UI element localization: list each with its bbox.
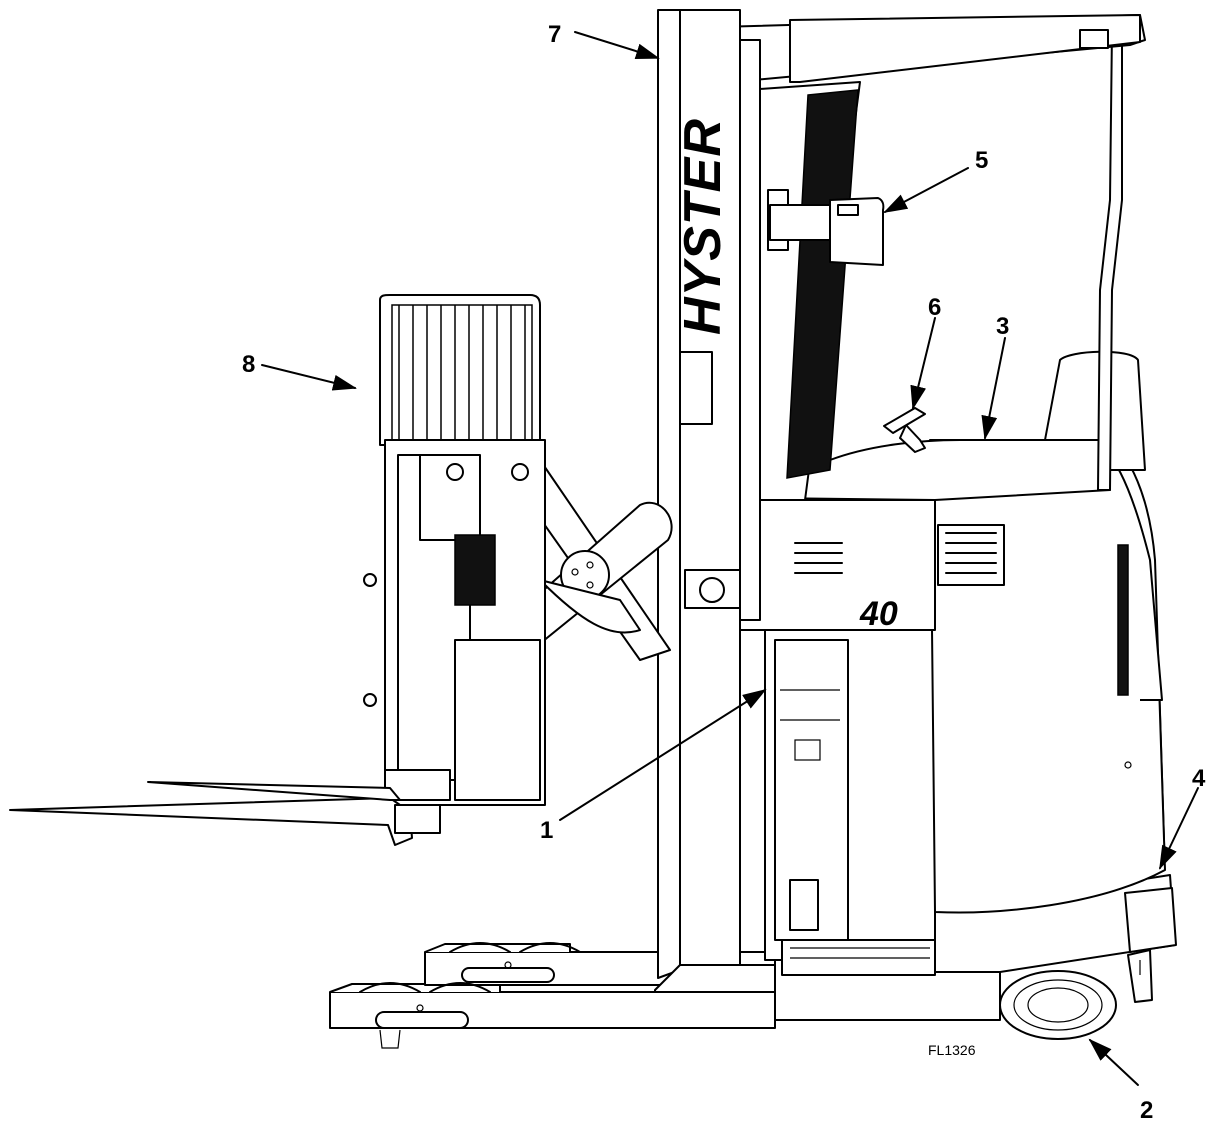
callout-5: 5 bbox=[975, 147, 988, 174]
mast-upright: HYSTER bbox=[654, 9, 776, 993]
chassis bbox=[774, 874, 1177, 1021]
brand-logo: HYSTER bbox=[674, 118, 732, 335]
leader-1 bbox=[559, 688, 767, 821]
main-body bbox=[929, 439, 1166, 914]
leader-8 bbox=[261, 364, 357, 391]
model-number: 40 bbox=[859, 595, 898, 633]
callout-2: 2 bbox=[1140, 1097, 1153, 1124]
callout-7: 7 bbox=[548, 21, 561, 48]
control-handle bbox=[883, 407, 926, 453]
leader-4 bbox=[1159, 787, 1199, 870]
display-unit bbox=[769, 197, 885, 266]
leader-3 bbox=[981, 337, 1006, 440]
callout-1: 1 bbox=[540, 817, 553, 844]
callout-6: 6 bbox=[928, 294, 941, 321]
callout-4: 4 bbox=[1192, 765, 1206, 792]
drive-wheel bbox=[999, 970, 1117, 1040]
callout-labels: 1 2 3 4 5 6 7 8 bbox=[242, 21, 1206, 1124]
callout-3: 3 bbox=[996, 313, 1009, 340]
figure-code: FL1326 bbox=[928, 1042, 976, 1058]
callout-leaders bbox=[261, 31, 1199, 1086]
leader-5 bbox=[883, 167, 969, 213]
forks bbox=[9, 781, 441, 846]
leader-6 bbox=[910, 317, 936, 410]
carriage bbox=[363, 294, 546, 806]
overhead-guard bbox=[681, 14, 1146, 491]
cowl-vent bbox=[794, 542, 843, 574]
body-vent bbox=[945, 532, 997, 574]
leader-7 bbox=[574, 31, 660, 60]
leader-2 bbox=[1088, 1038, 1139, 1086]
operator-compartment bbox=[764, 629, 936, 976]
callout-8: 8 bbox=[242, 351, 255, 378]
rear-mast-panel bbox=[744, 81, 861, 501]
